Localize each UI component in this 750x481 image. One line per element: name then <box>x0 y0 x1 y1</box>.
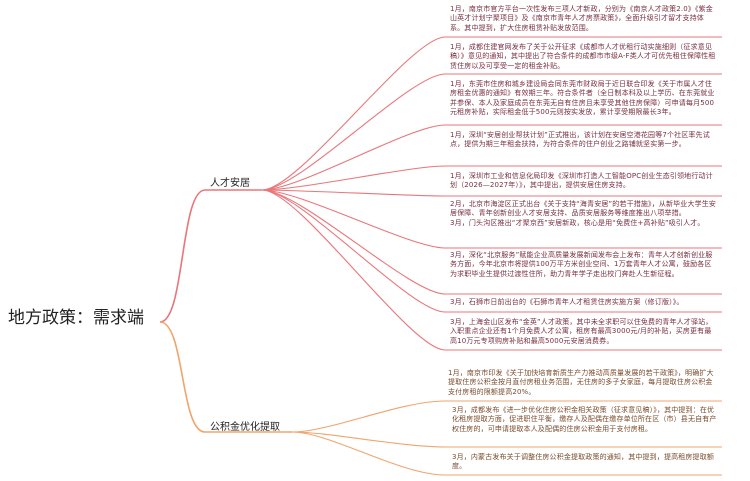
leaf-node: 1月，东莞市住房和城乡建设局会同东莞市财政局于近日联合印发《关于市属人才住房租金… <box>450 80 715 116</box>
leaf-connector <box>261 189 722 313</box>
leaf-connector <box>291 431 722 476</box>
leaf-node: 3月，石狮市日前出台的《石狮市青年人才租赁住房实施方案（修订版）》。 <box>450 298 684 306</box>
root-node: 地方政策：需求端 <box>8 308 144 328</box>
leaf-connector <box>291 400 722 433</box>
leaf-connector <box>261 124 722 191</box>
leaf-node: 1月，深圳市工业和信息化局印发《深圳市打造人工智能OPC创业生态引领地行动计划（… <box>450 172 713 190</box>
leaf-connector <box>261 189 722 197</box>
leaf-connector <box>261 165 722 191</box>
leaf-node: 1月，南京市印发《关于加快培育新质生产力推动高质量发展的若干政策》，明确扩大提取… <box>448 369 714 396</box>
branch-talent-housing[interactable]: 人才安居 <box>210 178 250 189</box>
leaf-node: 3月，内蒙古发布关于调整住房公积金提取政策的通知，其中提到，提高租房提取额度。 <box>452 453 715 471</box>
leaf-node: 1月，深圳“安居创业帮扶计划”正式推出，该计划在安居空港花园等7个社区率先试点，… <box>450 131 710 149</box>
leaf-connector <box>291 431 722 448</box>
leaf-connector <box>261 73 722 191</box>
leaf-node: 2月，北京市海淀区正式出台《关于支持“海青安居”的若干措施》，从新毕业大学生安居… <box>450 200 717 227</box>
leaf-connector <box>261 189 722 351</box>
leaf-node: 3月，上海金山区发布“金英”人才政策，其中未全求职可以住免费的青年人才驿站，入职… <box>450 318 713 345</box>
leaf-connector <box>261 189 722 295</box>
leaf-connector <box>261 189 722 249</box>
branch-connector <box>159 189 262 323</box>
leaf-node: 1月，成都住建官网发布了关于公开征求《成都市人才优租行动实施细则（征求意见稿）》… <box>450 43 716 70</box>
branch-connector <box>159 321 292 433</box>
leaf-node: 1月，南京市官方平台一次性发布三项人才新政，分别为《南京人才政策2.0》《紫金山… <box>450 5 713 32</box>
leaf-node: 3月，成都发布《进一步优化住房公积金相关政策（征求意见稿）》，其中提到：在优化租… <box>452 406 717 433</box>
leaf-node: 3月，深化“北京服务”赋能企业高质量发展新闻发布会上发布：青年人才创新创业服务方… <box>450 251 713 278</box>
leaf-connector <box>261 36 722 191</box>
branch-housing-fund[interactable]: 公积金优化提取 <box>210 422 280 433</box>
